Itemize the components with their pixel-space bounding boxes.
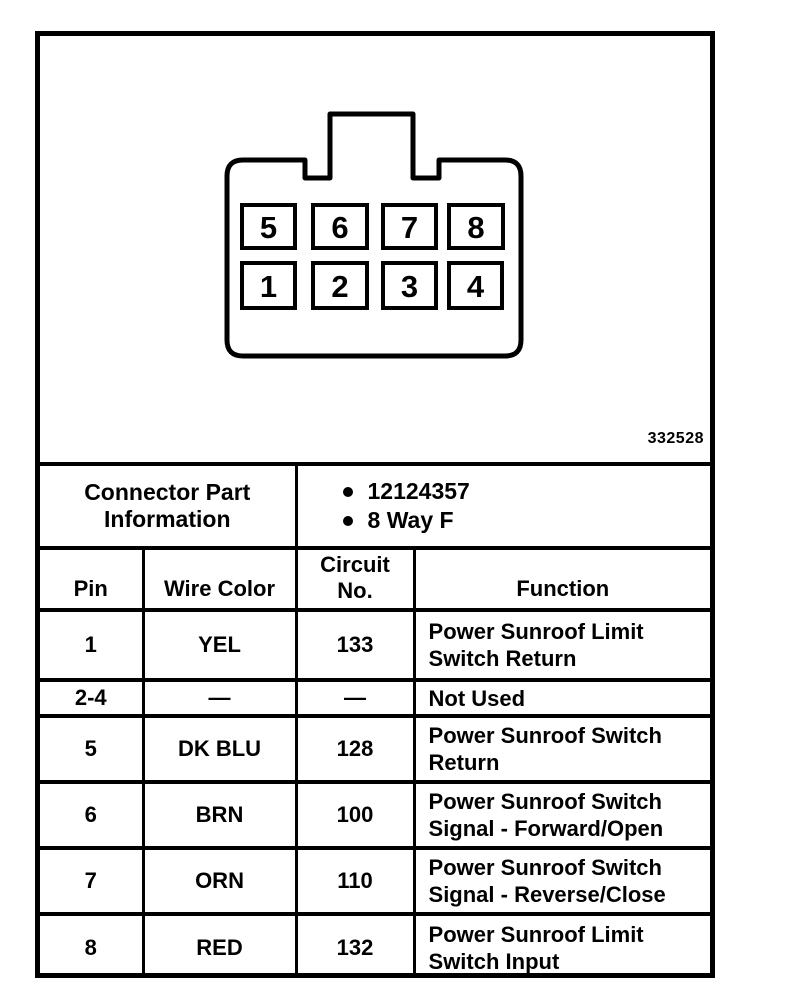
function-cell: Power Sunroof Limit Switch Input <box>412 912 710 973</box>
part-info-values-cell: 12124357 8 Way F <box>294 462 710 550</box>
pin-cell: 8 <box>40 912 145 973</box>
pin-number-8: 8 <box>467 210 484 245</box>
circuit-cell: 133 <box>294 608 416 682</box>
table-row-pins-2-4: 2-4 — — Not Used <box>40 678 710 718</box>
header-circuit-line1: Circuit <box>320 552 390 577</box>
part-info-label-line2: Information <box>104 506 231 532</box>
pin-cavity-8 <box>447 203 505 250</box>
wire-color-cell: YEL <box>141 608 298 682</box>
pin-cavity-7 <box>381 203 438 250</box>
pin-number-3: 3 <box>401 269 418 304</box>
wire-color-cell: RED <box>141 912 298 973</box>
function-cell: Power Sunroof Switch Signal - Reverse/Cl… <box>412 846 710 916</box>
wire-color-cell: BRN <box>141 780 298 850</box>
header-pin: Pin <box>40 546 145 612</box>
connector-type-item: 8 Way F <box>299 506 710 535</box>
pin-cavity-6 <box>311 203 369 250</box>
connector-face-diagram: 5 6 7 8 1 2 3 4 <box>224 111 524 359</box>
table-row-pin-1: 1 YEL 133 Power Sunroof Limit Switch Ret… <box>40 608 710 682</box>
part-info-label-line1: Connector Part <box>84 479 251 505</box>
pin-number-2: 2 <box>331 269 348 304</box>
table-row-pin-6: 6 BRN 100 Power Sunroof Switch Signal - … <box>40 780 710 850</box>
function-cell: Power Sunroof Limit Switch Return <box>412 608 710 682</box>
circuit-cell: — <box>294 678 416 718</box>
part-number-item: 12124357 <box>299 477 710 506</box>
table-row-pin-5: 5 DK BLU 128 Power Sunroof Switch Return <box>40 714 710 784</box>
pin-cavity-2 <box>311 261 369 310</box>
pin-number-5: 5 <box>260 210 277 245</box>
pin-number-7: 7 <box>401 210 418 245</box>
pin-cell: 2-4 <box>40 678 145 718</box>
circuit-cell: 100 <box>294 780 416 850</box>
pin-number-4: 4 <box>467 269 485 304</box>
pin-cell: 5 <box>40 714 145 784</box>
figure-frame: 5 6 7 8 1 2 3 4 332528 Connector Part In… <box>35 31 715 978</box>
header-wire-color: Wire Color <box>141 546 298 612</box>
bullet-icon <box>342 515 353 526</box>
pin-cavity-4 <box>447 261 504 310</box>
pin-number-1: 1 <box>260 269 277 304</box>
part-info-label-cell: Connector Part Information <box>40 462 298 550</box>
table-header-row: Pin Wire Color Circuit No. Function <box>40 546 710 612</box>
table-row-pin-7: 7 ORN 110 Power Sunroof Switch Signal - … <box>40 846 710 916</box>
function-cell: Power Sunroof Switch Return <box>412 714 710 784</box>
circuit-cell: 110 <box>294 846 416 916</box>
wire-color-cell: ORN <box>141 846 298 916</box>
pin-cell: 1 <box>40 608 145 682</box>
bullet-icon <box>342 486 353 497</box>
wire-color-cell: — <box>141 678 298 718</box>
function-cell: Not Used <box>412 678 710 718</box>
pin-cavity-1 <box>240 261 297 310</box>
pin-cell: 6 <box>40 780 145 850</box>
connector-type: 8 Way F <box>367 507 454 533</box>
pin-number-6: 6 <box>331 210 348 245</box>
table-row-pin-8: 8 RED 132 Power Sunroof Limit Switch Inp… <box>40 912 710 973</box>
part-number: 12124357 <box>367 478 470 504</box>
header-function: Function <box>412 546 710 612</box>
circuit-cell: 128 <box>294 714 416 784</box>
header-circuit-line2: No. <box>337 578 373 603</box>
pin-cell: 7 <box>40 846 145 916</box>
function-cell: Power Sunroof Switch Signal - Forward/Op… <box>412 780 710 850</box>
pin-cavity-3 <box>381 261 438 310</box>
header-circuit-no: Circuit No. <box>294 546 416 612</box>
wire-color-cell: DK BLU <box>141 714 298 784</box>
connector-pinout-table: Connector Part Information 12124357 8 Wa… <box>40 462 710 973</box>
figure-number: 332528 <box>647 430 704 447</box>
part-info-row: Connector Part Information 12124357 8 Wa… <box>40 462 710 550</box>
connector-diagram-area: 5 6 7 8 1 2 3 4 332528 <box>40 36 710 462</box>
pin-cavity-5 <box>240 203 297 250</box>
circuit-cell: 132 <box>294 912 416 973</box>
